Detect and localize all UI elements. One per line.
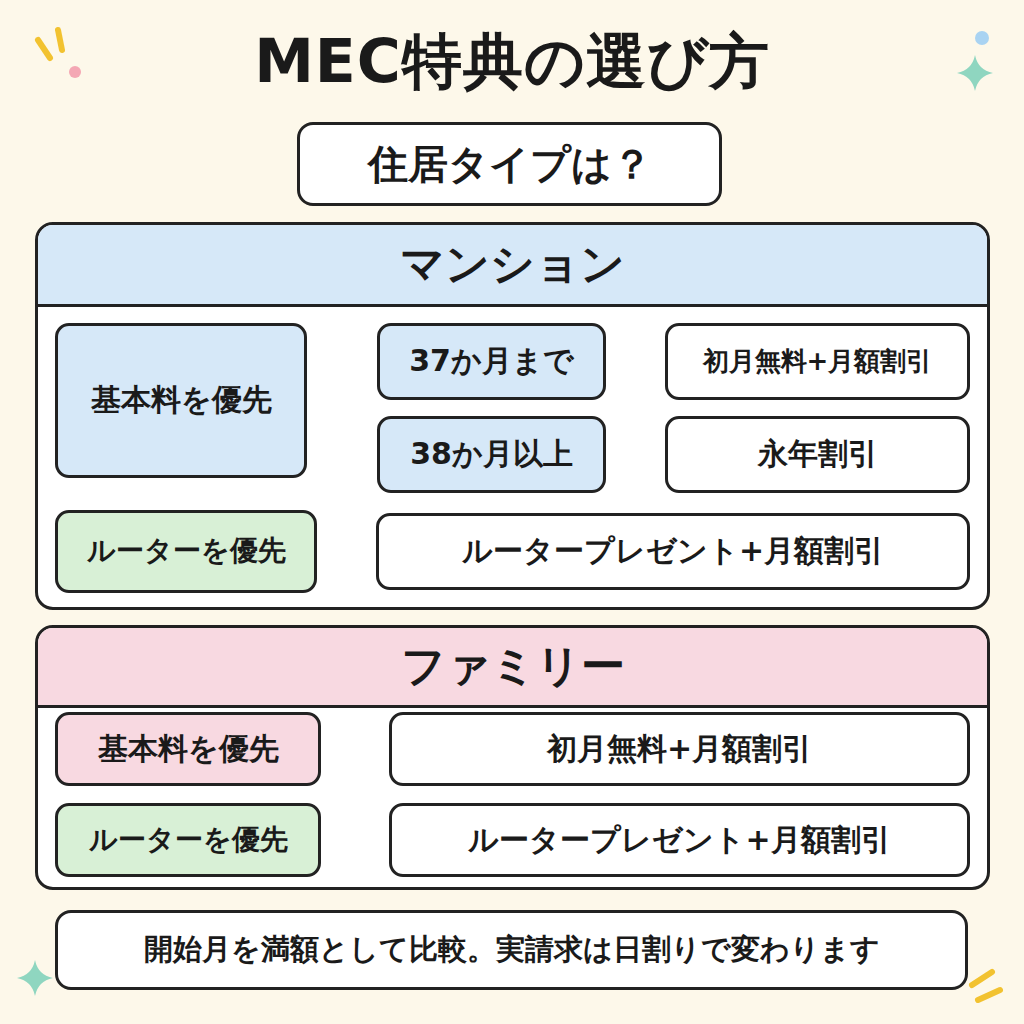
box-label: ルータープレゼント+月額割引 [462, 534, 884, 569]
box-label: 37か月まで [409, 344, 574, 379]
box-label: 初月無料+月額割引 [703, 347, 933, 377]
title: MEC特典の選び方 [0, 22, 1024, 103]
group-panel: マンション基本料を優先 37か月まで 初月無料+月額割引 38か月以上 永年割引ルーター… [35, 222, 990, 610]
option-box: 37か月まで [377, 323, 606, 400]
box-label: ルーターを優先 [89, 824, 288, 856]
option-box: 永年割引 [665, 416, 970, 493]
option-box: 基本料を優先 [55, 323, 307, 478]
option-box: 住居タイプは？ [297, 122, 722, 206]
option-box: 初月無料+月額割引 [389, 712, 970, 786]
box-label: 住居タイプは？ [368, 141, 652, 187]
panel-title: マンション [400, 239, 625, 290]
option-box: ルータープレゼント+月額割引 [389, 803, 970, 877]
panel-header: マンション [38, 225, 987, 307]
dot [975, 31, 989, 45]
option-box: ルータープレゼント+月額割引 [376, 513, 970, 590]
box-label: 基本料を優先 [98, 732, 279, 767]
option-box: ルーターを優先 [55, 510, 317, 593]
box-label: ルーターを優先 [87, 535, 286, 567]
panel-header: ファミリー [38, 628, 987, 708]
panel-title: ファミリー [401, 641, 625, 692]
box-label: 開始月を満額として比較。実請求は日割りで変わります [144, 933, 880, 966]
box-label: 初月無料+月額割引 [547, 732, 812, 767]
group-panel: ファミリー基本料を優先 初月無料+月額割引ルーターを優先 ルータープレゼント+月額割… [35, 625, 990, 890]
sparkle-star [957, 55, 993, 91]
sparkle-star [17, 960, 53, 996]
box-label: 永年割引 [758, 437, 878, 472]
option-box: 基本料を優先 [55, 712, 321, 786]
option-box: 開始月を満額として比較。実請求は日割りで変わります [55, 910, 968, 990]
box-label: ルータープレゼント+月額割引 [468, 823, 890, 858]
dot [69, 66, 81, 78]
option-box: 初月無料+月額割引 [665, 323, 970, 400]
option-box: ルーターを優先 [55, 803, 321, 877]
sparkle-dashes [38, 30, 1000, 1000]
box-label: 基本料を優先 [91, 383, 272, 418]
box-label: 38か月以上 [410, 437, 573, 472]
option-box: 38か月以上 [377, 416, 606, 493]
